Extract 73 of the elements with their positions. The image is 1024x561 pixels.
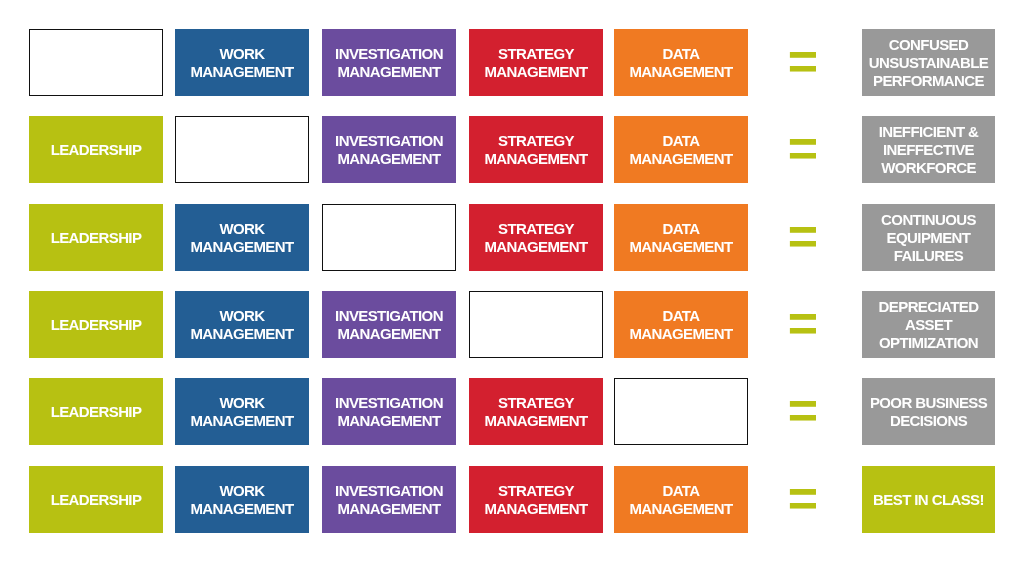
category-box: [614, 291, 748, 358]
category-label: LEADERSHIP: [49, 315, 143, 334]
category-label: WORK MANAGEMENT: [189, 481, 295, 518]
category-box: [29, 378, 163, 445]
equals-sign: =: [786, 472, 820, 524]
category-box: [614, 466, 748, 533]
category-label: LEADERSHIP: [49, 490, 143, 509]
outcome-label: INEFFICIENT & INEFFECTIVE WORKFORCE: [877, 122, 980, 177]
category-label: STRATEGY MANAGEMENT: [483, 219, 589, 256]
category-box: [469, 204, 603, 271]
equals-sign: =: [786, 210, 820, 262]
category-box: [29, 204, 163, 271]
outcome-box: [862, 466, 995, 533]
category-box: [29, 291, 163, 358]
category-box: [175, 466, 309, 533]
category-box: [614, 116, 748, 183]
outcome-box: [862, 29, 995, 96]
outcome-label: POOR BUSINESS DECISIONS: [868, 393, 989, 430]
outcome-label: DEPRECIATED ASSET OPTIMIZATION: [877, 297, 980, 352]
category-box: [469, 29, 603, 96]
category-label: DATA MANAGEMENT: [628, 44, 734, 81]
category-box: [614, 29, 748, 96]
empty-box: [322, 204, 456, 271]
category-box: [322, 291, 456, 358]
empty-box: [175, 116, 309, 183]
category-box: [29, 116, 163, 183]
category-label: DATA MANAGEMENT: [628, 306, 734, 343]
empty-box: [469, 291, 603, 358]
category-box: [322, 29, 456, 96]
category-box: [175, 378, 309, 445]
category-label: STRATEGY MANAGEMENT: [483, 393, 589, 430]
outcome-box: [862, 291, 995, 358]
category-label: DATA MANAGEMENT: [628, 219, 734, 256]
empty-box: [29, 29, 163, 96]
category-label: LEADERSHIP: [49, 402, 143, 421]
equals-sign: =: [786, 384, 820, 436]
category-label: INVESTIGATION MANAGEMENT: [334, 44, 444, 81]
category-box: [175, 204, 309, 271]
category-label: INVESTIGATION MANAGEMENT: [334, 131, 444, 168]
category-box: [175, 291, 309, 358]
outcome-label: BEST IN CLASS!: [872, 490, 985, 509]
category-label: LEADERSHIP: [49, 140, 143, 159]
category-label: INVESTIGATION MANAGEMENT: [334, 393, 444, 430]
empty-box: [614, 378, 748, 445]
category-box: [322, 466, 456, 533]
equals-sign: =: [786, 122, 820, 174]
category-label: WORK MANAGEMENT: [189, 219, 295, 256]
category-box: [469, 116, 603, 183]
category-label: INVESTIGATION MANAGEMENT: [334, 306, 444, 343]
category-label: STRATEGY MANAGEMENT: [483, 131, 589, 168]
outcome-box: [862, 378, 995, 445]
category-label: DATA MANAGEMENT: [628, 131, 734, 168]
category-label: STRATEGY MANAGEMENT: [483, 481, 589, 518]
equals-sign: =: [786, 297, 820, 349]
outcome-box: [862, 204, 995, 271]
category-box: [322, 116, 456, 183]
category-label: WORK MANAGEMENT: [189, 306, 295, 343]
category-box: [322, 378, 456, 445]
category-box: [469, 466, 603, 533]
category-label: INVESTIGATION MANAGEMENT: [334, 481, 444, 518]
category-label: STRATEGY MANAGEMENT: [483, 44, 589, 81]
category-label: WORK MANAGEMENT: [189, 393, 295, 430]
category-box: [614, 204, 748, 271]
category-label: WORK MANAGEMENT: [189, 44, 295, 81]
outcome-box: [862, 116, 995, 183]
outcome-label: CONTINUOUS EQUIPMENT FAILURES: [880, 210, 977, 265]
category-box: [175, 29, 309, 96]
outcome-label: CONFUSED UNSUSTAINABLE PERFORMANCE: [867, 35, 990, 90]
category-label: LEADERSHIP: [49, 228, 143, 247]
category-box: [469, 378, 603, 445]
category-label: DATA MANAGEMENT: [628, 481, 734, 518]
category-box: [29, 466, 163, 533]
equals-sign: =: [786, 35, 820, 87]
